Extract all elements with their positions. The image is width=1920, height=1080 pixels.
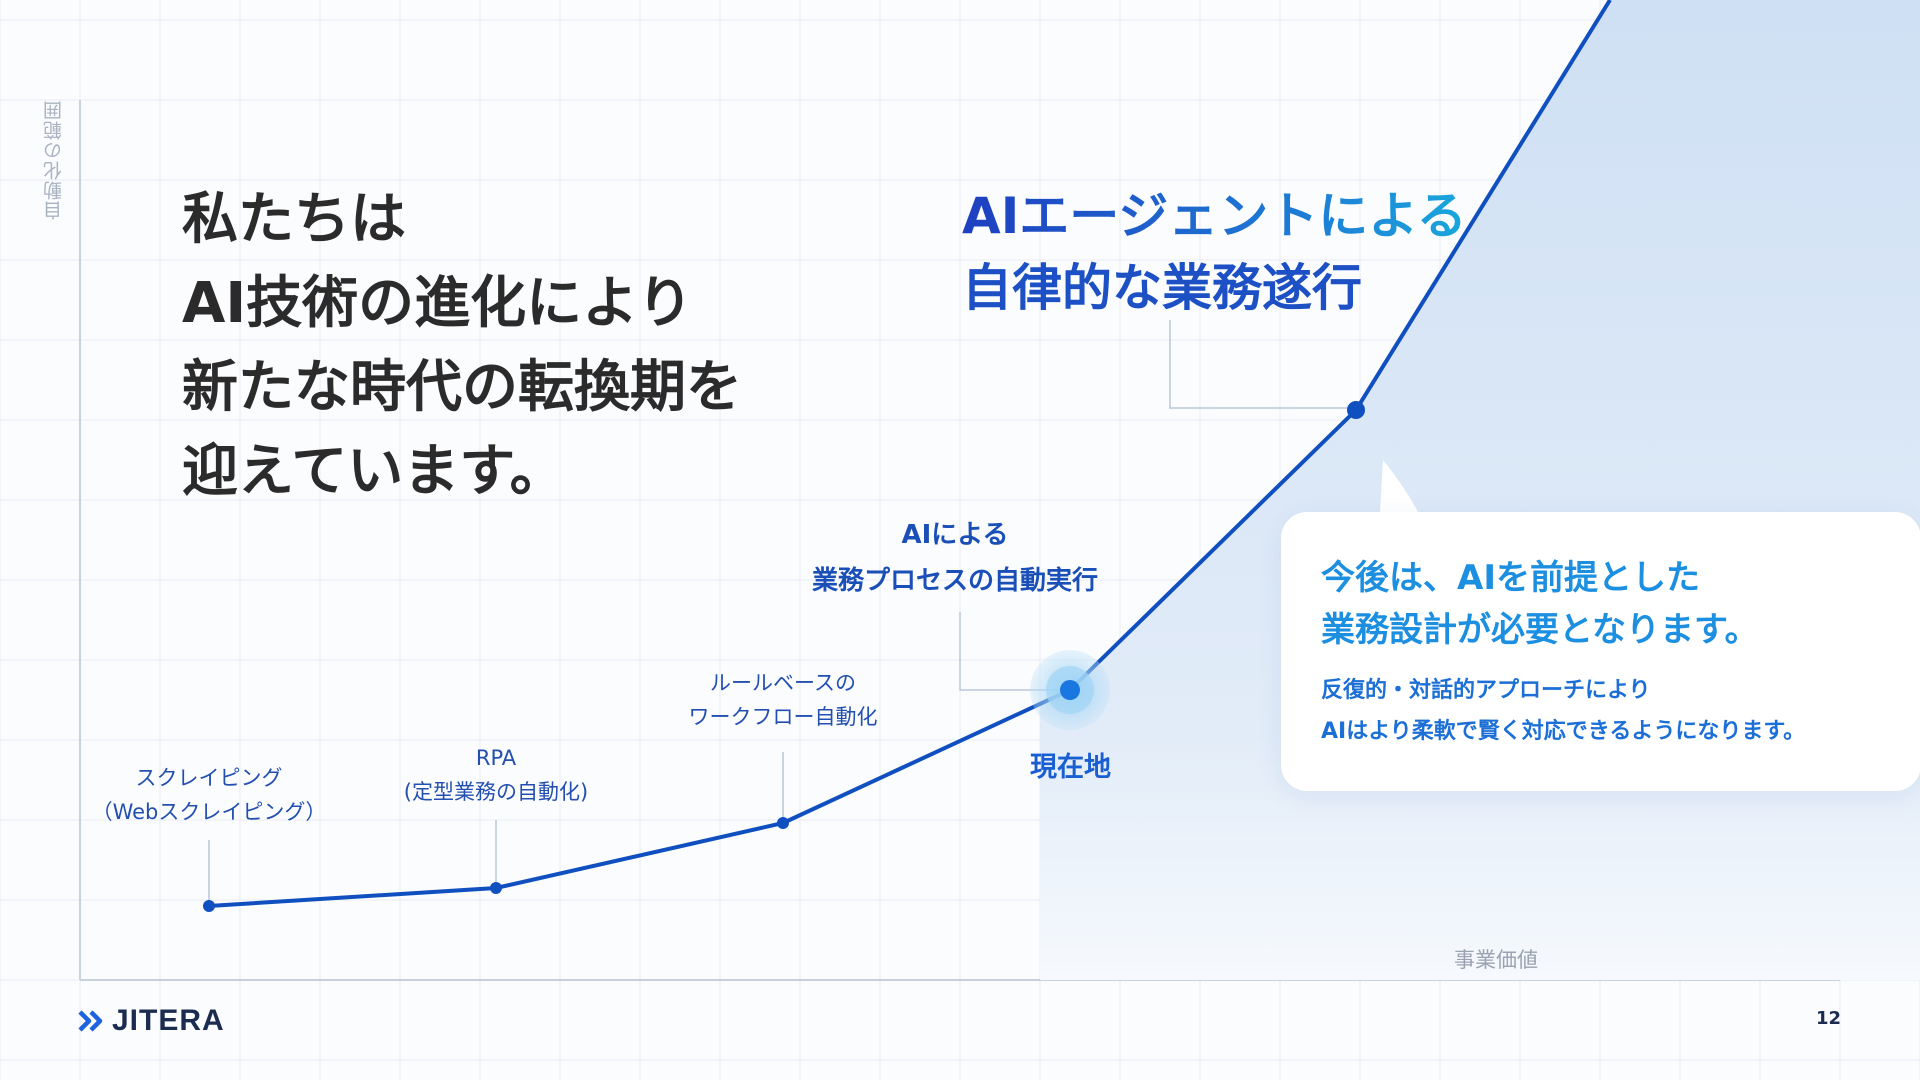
headline: 私たちは AI技術の進化により 新たな時代の転換期を 迎えています。 xyxy=(182,178,942,514)
milestone-label-ai-process: AIによる 業務プロセスの自動実行 xyxy=(785,512,1125,604)
milestone-label-line1: スクレイピング xyxy=(135,766,283,790)
milestone-label-line1: ルールベースの xyxy=(710,671,856,695)
headline-line: 新たな時代の転換期を xyxy=(182,355,742,420)
milestone-point-agent xyxy=(1347,401,1365,419)
callout-heading-line2: 業務設計が必要となります。 xyxy=(1321,610,1759,650)
milestone-label-line2: ワークフロー自動化 xyxy=(688,705,878,729)
callout-body-line2: AIはより柔軟で賢く対応できるようになります。 xyxy=(1321,719,1806,744)
milestone-label-scraping: スクレイピング （Webスクレイピング） xyxy=(79,761,339,829)
chevrons-icon xyxy=(78,1010,103,1032)
callout-heading-line1: 今後は、AIを前提とした xyxy=(1321,558,1700,598)
page-number: 12 xyxy=(1815,1008,1841,1029)
agent-title-line1: AIエージェントによる xyxy=(962,180,1467,252)
brand-logo: JITERA xyxy=(78,1003,225,1039)
callout-heading: 今後は、AIを前提とした 業務設計が必要となります。 xyxy=(1321,552,1759,656)
brand-name: JITERA xyxy=(112,1004,225,1037)
callout-body-line1: 反復的・対話的アプローチにより xyxy=(1321,678,1651,703)
milestone-point-scraping xyxy=(203,900,215,912)
curve-area-fill xyxy=(1040,0,1920,980)
milestone-label-line1: AIによる xyxy=(901,520,1009,550)
current-point xyxy=(1060,680,1080,700)
milestone-label-rpa: RPA (定型業務の自動化) xyxy=(376,741,616,809)
x-axis-label: 事業価値 xyxy=(1454,948,1538,972)
current-position-label: 現在地 xyxy=(1030,752,1111,783)
agent-stage-title: AIエージェントによる 自律的な業務遂行 xyxy=(962,180,1467,324)
milestone-label-line1: RPA xyxy=(475,746,517,770)
callout-body: 反復的・対話的アプローチにより AIはより柔軟で賢く対応できるようになります。 xyxy=(1321,670,1805,752)
leader-line-agent xyxy=(1169,320,1356,409)
milestone-label-rule-based: ルールベースの ワークフロー自動化 xyxy=(653,666,913,734)
milestone-label-line2: 業務プロセスの自動実行 xyxy=(811,566,1098,596)
milestone-point-rpa xyxy=(490,882,502,894)
y-axis-label: 自動化の範囲 xyxy=(43,100,65,220)
milestone-point-rule-based xyxy=(777,817,789,829)
future-callout: 今後は、AIを前提とした 業務設計が必要となります。 反復的・対話的アプローチに… xyxy=(1281,512,1920,791)
headline-line: 迎えています。 xyxy=(182,439,566,504)
headline-line: 私たちは xyxy=(182,187,406,252)
milestone-label-line2: (定型業務の自動化) xyxy=(403,780,589,804)
growth-curve-line xyxy=(208,0,1612,908)
callout-pointer xyxy=(1380,460,1418,512)
agent-title-line2: 自律的な業務遂行 xyxy=(962,259,1362,317)
milestone-label-line2: （Webスクレイピング） xyxy=(91,800,327,824)
headline-line: AI技術の進化により xyxy=(182,271,694,336)
